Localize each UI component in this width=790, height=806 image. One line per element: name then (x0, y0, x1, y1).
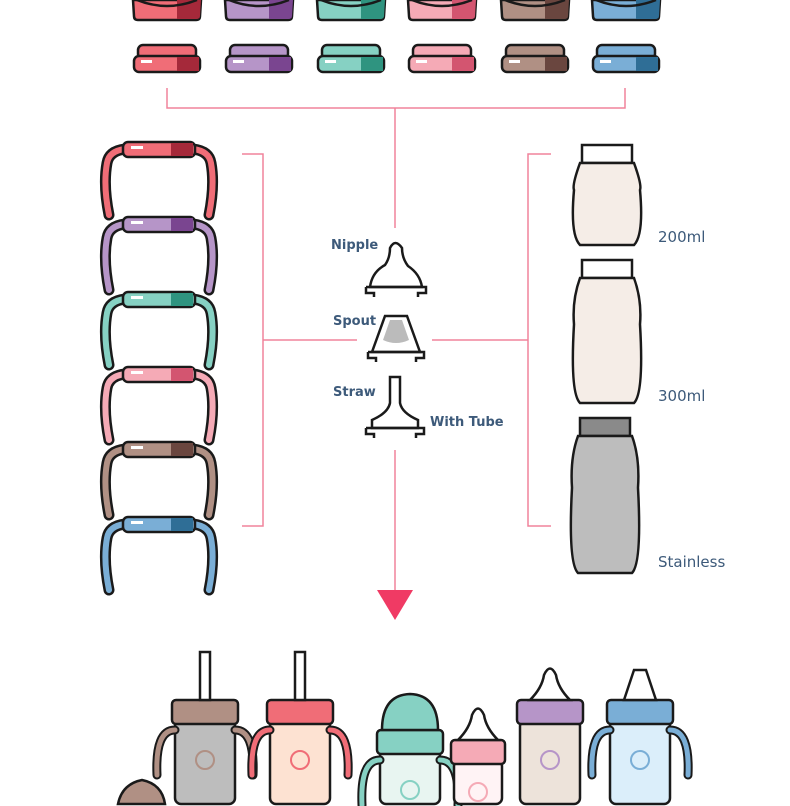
ring-shade (452, 57, 474, 71)
with-tube-label: With Tube (430, 415, 504, 430)
assembled-bottle-purple (518, 718, 582, 806)
nipple-base (364, 285, 428, 297)
ring-highlight (325, 60, 336, 63)
assembled-collar (265, 698, 335, 726)
assembled-collar (449, 738, 507, 766)
ring-shade (269, 57, 291, 71)
spout-top (622, 668, 658, 702)
ring-shade (177, 57, 199, 71)
assembled-collar (375, 728, 445, 756)
bottle-stainless-label: Stainless (658, 553, 726, 571)
ring-highlight (141, 60, 152, 63)
straw-top (293, 650, 307, 702)
handle-outline (99, 443, 219, 521)
collar-edge (504, 0, 566, 8)
assembled-handle (589, 727, 691, 778)
connector-right (432, 153, 551, 527)
collar-edge (411, 0, 473, 8)
nipple-label: Nipple (331, 238, 379, 253)
collar-edge (228, 0, 290, 8)
assembled-bottle-blue (608, 718, 672, 806)
handle-highlight (131, 296, 143, 299)
brand-logo-icon (630, 750, 650, 770)
handle-highlight (131, 446, 143, 449)
ring-shade (636, 57, 658, 71)
handle-ring-shade (171, 143, 193, 156)
brand-logo-icon (290, 750, 310, 770)
handle-pink (102, 371, 216, 443)
handle-ring-shade (171, 518, 193, 531)
handle-outline (99, 368, 219, 446)
assembled-handle (249, 727, 351, 778)
handle-ring-shade (171, 218, 193, 231)
nipple-icon (368, 241, 424, 289)
brand-logo-icon (468, 782, 488, 802)
assembled-collar (515, 698, 585, 726)
handle-ring-shade (171, 368, 193, 381)
arrow-down-icon (377, 590, 413, 620)
ring-shade (545, 57, 567, 71)
handle-ring-shade (171, 443, 193, 456)
bottle-300ml-neck (580, 258, 634, 280)
nipple-top (454, 707, 502, 742)
bottle-200ml-neck (580, 143, 634, 165)
collar-edge (136, 0, 198, 8)
ring-highlight (416, 60, 427, 63)
ring-highlight (600, 60, 611, 63)
handle-brown (102, 446, 216, 518)
bottle-200ml-label: 200ml (658, 228, 706, 246)
assembled-bottle-teal (378, 748, 442, 806)
assembled-collar (605, 698, 675, 726)
loose-cap (116, 778, 167, 806)
handle-highlight (131, 146, 143, 149)
assembled-collar (170, 698, 240, 726)
nipple-top (526, 667, 574, 702)
assembled-bottle-brown (173, 718, 237, 806)
spout-fill (383, 320, 409, 343)
handle-teal (102, 296, 216, 368)
handle-outline (99, 218, 219, 296)
brand-logo-icon (400, 780, 420, 800)
handle-highlight (131, 221, 143, 224)
spout-base (366, 350, 426, 362)
bottle-300ml (571, 276, 643, 405)
handle-ring-shade (171, 293, 193, 306)
handle-purple (102, 221, 216, 293)
bottle-stainless-neck (578, 416, 632, 438)
handle-red (102, 146, 216, 218)
spout-label: Spout (333, 314, 377, 329)
assembled-bottle-red (268, 718, 332, 806)
handle-outline (99, 518, 219, 596)
connector-top (166, 88, 626, 228)
dome-cap (380, 692, 440, 732)
handle-highlight (131, 371, 143, 374)
handle-blue (102, 521, 216, 593)
straw-top (198, 650, 212, 702)
brand-logo-icon (195, 750, 215, 770)
bottle-stainless (569, 434, 641, 575)
handle-outline (99, 143, 219, 221)
collar-edge (595, 0, 657, 8)
straw-base (364, 426, 426, 438)
bottle-200ml (571, 161, 643, 247)
handle-highlight (131, 521, 143, 524)
ring-highlight (509, 60, 520, 63)
straw-icon (370, 375, 420, 430)
brand-logo-icon (540, 750, 560, 770)
straw-label: Straw (333, 385, 376, 400)
connector-left (242, 153, 357, 527)
handle-outline (99, 293, 219, 371)
collar-edge (320, 0, 382, 8)
bottle-300ml-label: 300ml (658, 387, 706, 405)
ring-shade (361, 57, 383, 71)
ring-highlight (233, 60, 244, 63)
